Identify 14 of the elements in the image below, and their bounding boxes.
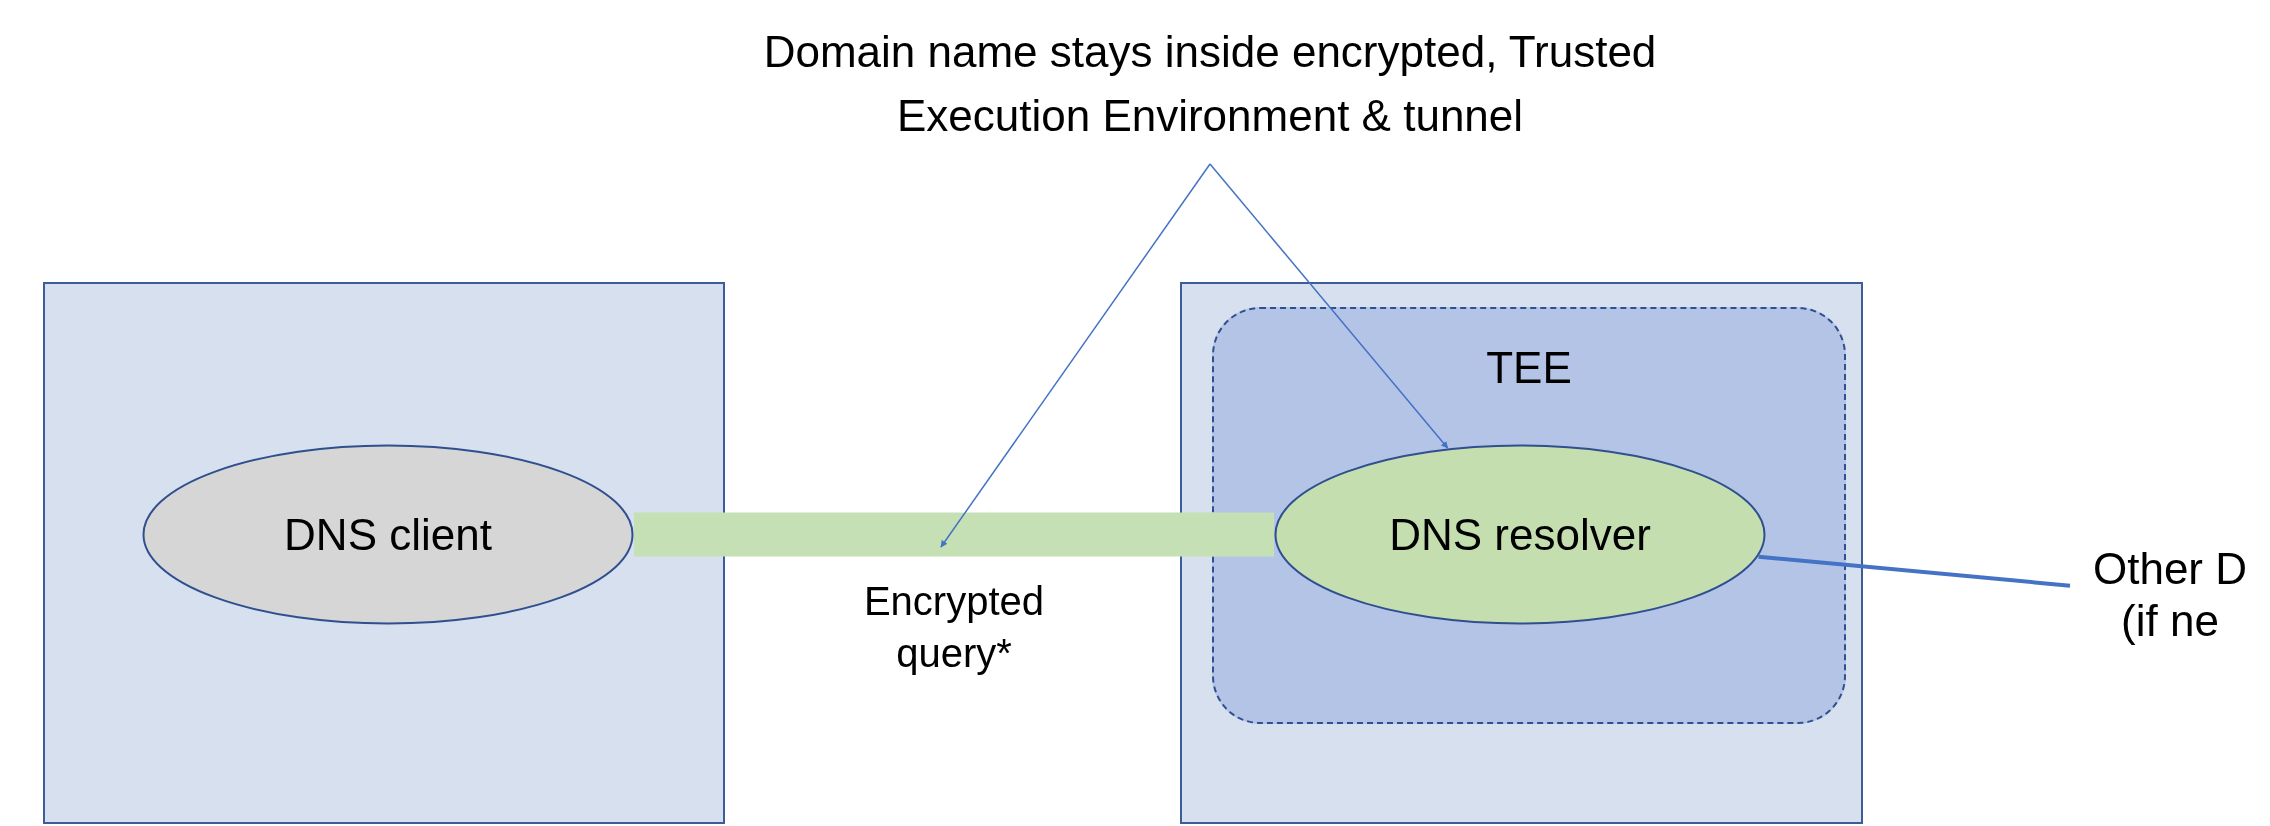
region-label: TEE xyxy=(1485,342,1573,394)
node-label: Other D (if ne xyxy=(2091,543,2248,647)
node-label: DNS resolver xyxy=(1389,508,1651,561)
annotation-text: Domain name stays inside encrypted, Trusted Execution Environment & tunnel xyxy=(762,26,1658,142)
ellipse-node xyxy=(142,444,634,625)
enclave-region xyxy=(1212,307,1846,724)
tunnel-connector xyxy=(634,512,1274,557)
system-box xyxy=(43,282,725,824)
connector-line xyxy=(1758,554,2071,588)
node-label: DNS client xyxy=(284,508,492,561)
system-box xyxy=(1180,282,1863,824)
ellipse-node xyxy=(1274,444,1766,625)
leader-line xyxy=(1209,163,1449,449)
leader-line xyxy=(940,163,1211,548)
